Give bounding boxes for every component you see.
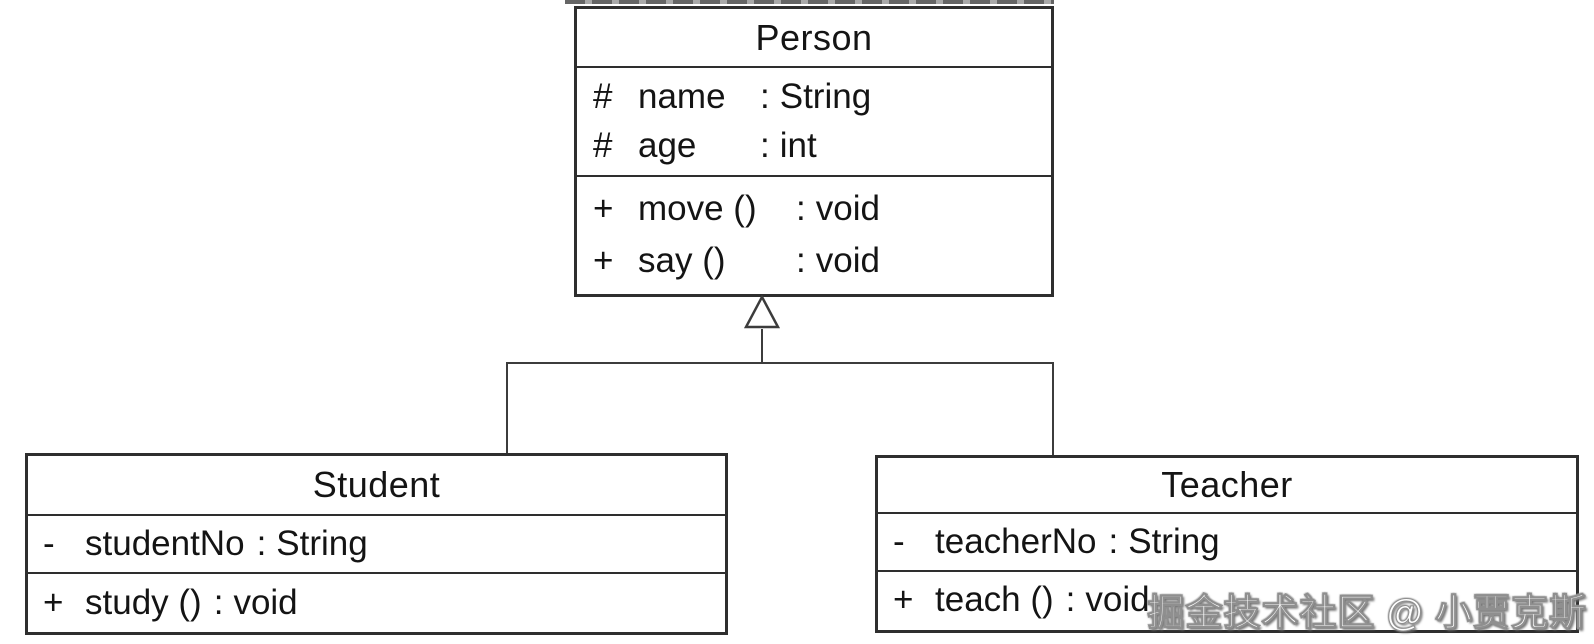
connector-teacher-line: [1052, 362, 1054, 456]
class-box-teacher: Teacher - teacherNo :String + teach () :…: [875, 455, 1579, 633]
class-box-student: Student - studentNo :String + study () :…: [25, 453, 728, 635]
method-return-type: :void: [213, 583, 298, 622]
top-edge-artifact: [565, 0, 1054, 4]
attribute-name: studentNo: [85, 524, 245, 563]
method-name: teach (): [935, 580, 1054, 619]
attribute-row: - teacherNo :String: [893, 522, 1576, 562]
method-row: + study () :void: [43, 583, 725, 623]
attribute-row: # name :String: [593, 77, 1051, 117]
method-row: + teach () :void: [893, 580, 1576, 620]
visibility-symbol: -: [43, 524, 55, 563]
class-name: Person: [755, 16, 873, 58]
connector-horizontal-line: [506, 362, 1054, 364]
class-box-person: Person # name :String # age :int + move …: [574, 6, 1054, 297]
class-name: Student: [312, 464, 441, 505]
methods-compartment-teacher: + teach () :void: [878, 572, 1576, 628]
attribute-type: :int: [760, 126, 817, 165]
visibility-symbol: -: [893, 522, 905, 561]
visibility-symbol: #: [593, 77, 613, 116]
attribute-name: teacherNo: [935, 522, 1097, 561]
class-name: Teacher: [1161, 464, 1293, 505]
method-return-type: :void: [796, 189, 880, 228]
attribute-row: # age :int: [593, 126, 1051, 166]
methods-compartment-student: + study () :void: [28, 574, 725, 632]
method-return-type: :void: [1065, 580, 1150, 619]
attributes-compartment-person: # name :String # age :int: [577, 68, 1051, 177]
attribute-type: :String: [760, 77, 872, 116]
method-name: study (): [85, 583, 202, 622]
attribute-type: :String: [1108, 522, 1220, 561]
visibility-symbol: +: [43, 583, 64, 622]
visibility-symbol: +: [893, 580, 914, 619]
attribute-type: :String: [256, 524, 368, 563]
class-title-person: Person: [577, 9, 1051, 68]
visibility-symbol: #: [593, 126, 613, 165]
methods-compartment-person: + move () :void + say () :void: [577, 177, 1051, 293]
attributes-compartment-teacher: - teacherNo :String: [878, 514, 1576, 572]
class-title-student: Student: [28, 456, 725, 516]
attribute-row: - studentNo :String: [43, 524, 725, 564]
visibility-symbol: +: [593, 241, 614, 280]
generalization-arrow-icon: [744, 295, 780, 329]
connector-student-line: [506, 362, 508, 454]
class-title-teacher: Teacher: [878, 458, 1576, 514]
attribute-name: name: [638, 77, 726, 116]
method-row: + move () :void: [593, 189, 1051, 229]
connector-stem-line: [761, 329, 763, 364]
method-name: say (): [638, 241, 726, 280]
method-return-type: :void: [796, 241, 880, 280]
attribute-name: age: [638, 126, 697, 165]
method-row: + say () :void: [593, 241, 1051, 281]
attributes-compartment-student: - studentNo :String: [28, 516, 725, 574]
watermark-text: 掘金技术社区 @ 小贾克斯: [1147, 592, 1587, 634]
visibility-symbol: +: [593, 189, 614, 228]
method-name: move (): [638, 189, 757, 228]
